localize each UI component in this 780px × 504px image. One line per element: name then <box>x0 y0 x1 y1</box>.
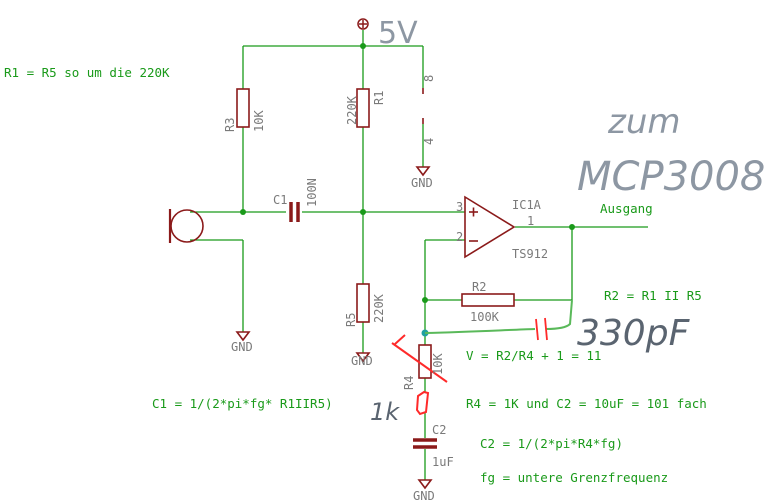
handwritten-1k: 1k <box>370 398 400 426</box>
note-gain: V = R2/R4 + 1 = 11 <box>466 348 601 363</box>
note-c1: C1 = 1/(2*pi*fg* R1IIR5) <box>152 396 333 411</box>
junction-dot <box>240 209 246 215</box>
gnd-icon <box>235 331 251 342</box>
wires <box>190 30 648 480</box>
c2-value: 1uF <box>432 455 454 469</box>
pin4-label: 4 <box>422 138 436 145</box>
ic-name: IC1A <box>512 198 542 212</box>
handdrawn-cap-wire <box>424 299 573 334</box>
handdrawn-cap-symbol <box>535 317 548 341</box>
pin8-label: 8 <box>422 75 436 82</box>
junction-dot <box>569 224 575 230</box>
microphone-icon <box>168 209 204 243</box>
design-notes: R1 = R5 so um die 220K Ausgang R2 = R1 I… <box>4 65 707 485</box>
r2-value: 100K <box>470 310 500 324</box>
r4-resistor <box>418 344 432 379</box>
gnd-label: GND <box>231 340 253 354</box>
handwritten-330pf: 330pF <box>577 313 691 354</box>
gnd-icon <box>417 479 433 490</box>
output-label: Ausgang <box>600 201 653 216</box>
r5-value: 220K <box>372 293 386 323</box>
supply-symbol <box>357 18 369 30</box>
r5-name: R5 <box>344 313 358 327</box>
note-r2: R2 = R1 II R5 <box>604 288 702 303</box>
gnd-label: GND <box>411 176 433 190</box>
handwritten-zum: zum <box>607 102 681 142</box>
junction-dot <box>360 209 366 215</box>
c1-value: 100N <box>305 178 319 207</box>
gnd-label: GND <box>413 489 435 503</box>
c1-name: C1 <box>273 193 287 207</box>
r2-resistor <box>461 293 515 307</box>
r5-resistor <box>356 283 370 323</box>
r1-value: 220K <box>345 95 359 125</box>
r4-name: R4 <box>402 376 416 390</box>
r2-name: R2 <box>472 280 486 294</box>
r1-resistor <box>356 88 370 128</box>
vcc-icon <box>357 18 369 30</box>
handwritten-mcp3008: MCP3008 <box>577 154 765 200</box>
junction-dot <box>422 297 428 303</box>
pin-plus-label: 3 <box>456 200 463 214</box>
ic-part: TS912 <box>512 247 548 261</box>
r3-resistor <box>236 88 250 128</box>
gnd-label: GND <box>351 354 373 368</box>
c1-capacitor <box>289 202 300 222</box>
opamp-symbol <box>464 195 516 259</box>
note-r4-c2: R4 = 1K und C2 = 10uF = 101 fach <box>466 396 707 411</box>
component-labels: R3 10K 220K R1 8 4 C1 100N R5 220K R2 10… <box>223 75 548 503</box>
r1-name: R1 <box>372 91 386 105</box>
r3-name: R3 <box>223 118 237 132</box>
pin-minus-label: 2 <box>456 230 463 244</box>
handwritten-annotations: 5V zum MCP3008 330pF 1k <box>370 16 765 426</box>
note-r1-r5: R1 = R5 so um die 220K <box>4 65 170 80</box>
note-c2: C2 = 1/(2*pi*R4*fg) <box>480 436 623 451</box>
ground-symbols <box>235 166 433 490</box>
gnd-icon <box>355 352 371 363</box>
r4-strike-mark <box>391 334 448 416</box>
gnd-icon <box>415 166 431 177</box>
c2-capacitor <box>413 438 437 449</box>
note-fg: fg = untere Grenzfrequenz <box>480 470 668 485</box>
pin-out-label: 1 <box>527 214 534 228</box>
r3-value: 10K <box>252 110 266 132</box>
c2-name: C2 <box>432 423 446 437</box>
junctions <box>240 43 575 337</box>
handwritten-5v: 5V <box>378 16 418 51</box>
r4-value: 10K <box>431 353 445 375</box>
junction-dot <box>360 43 366 49</box>
